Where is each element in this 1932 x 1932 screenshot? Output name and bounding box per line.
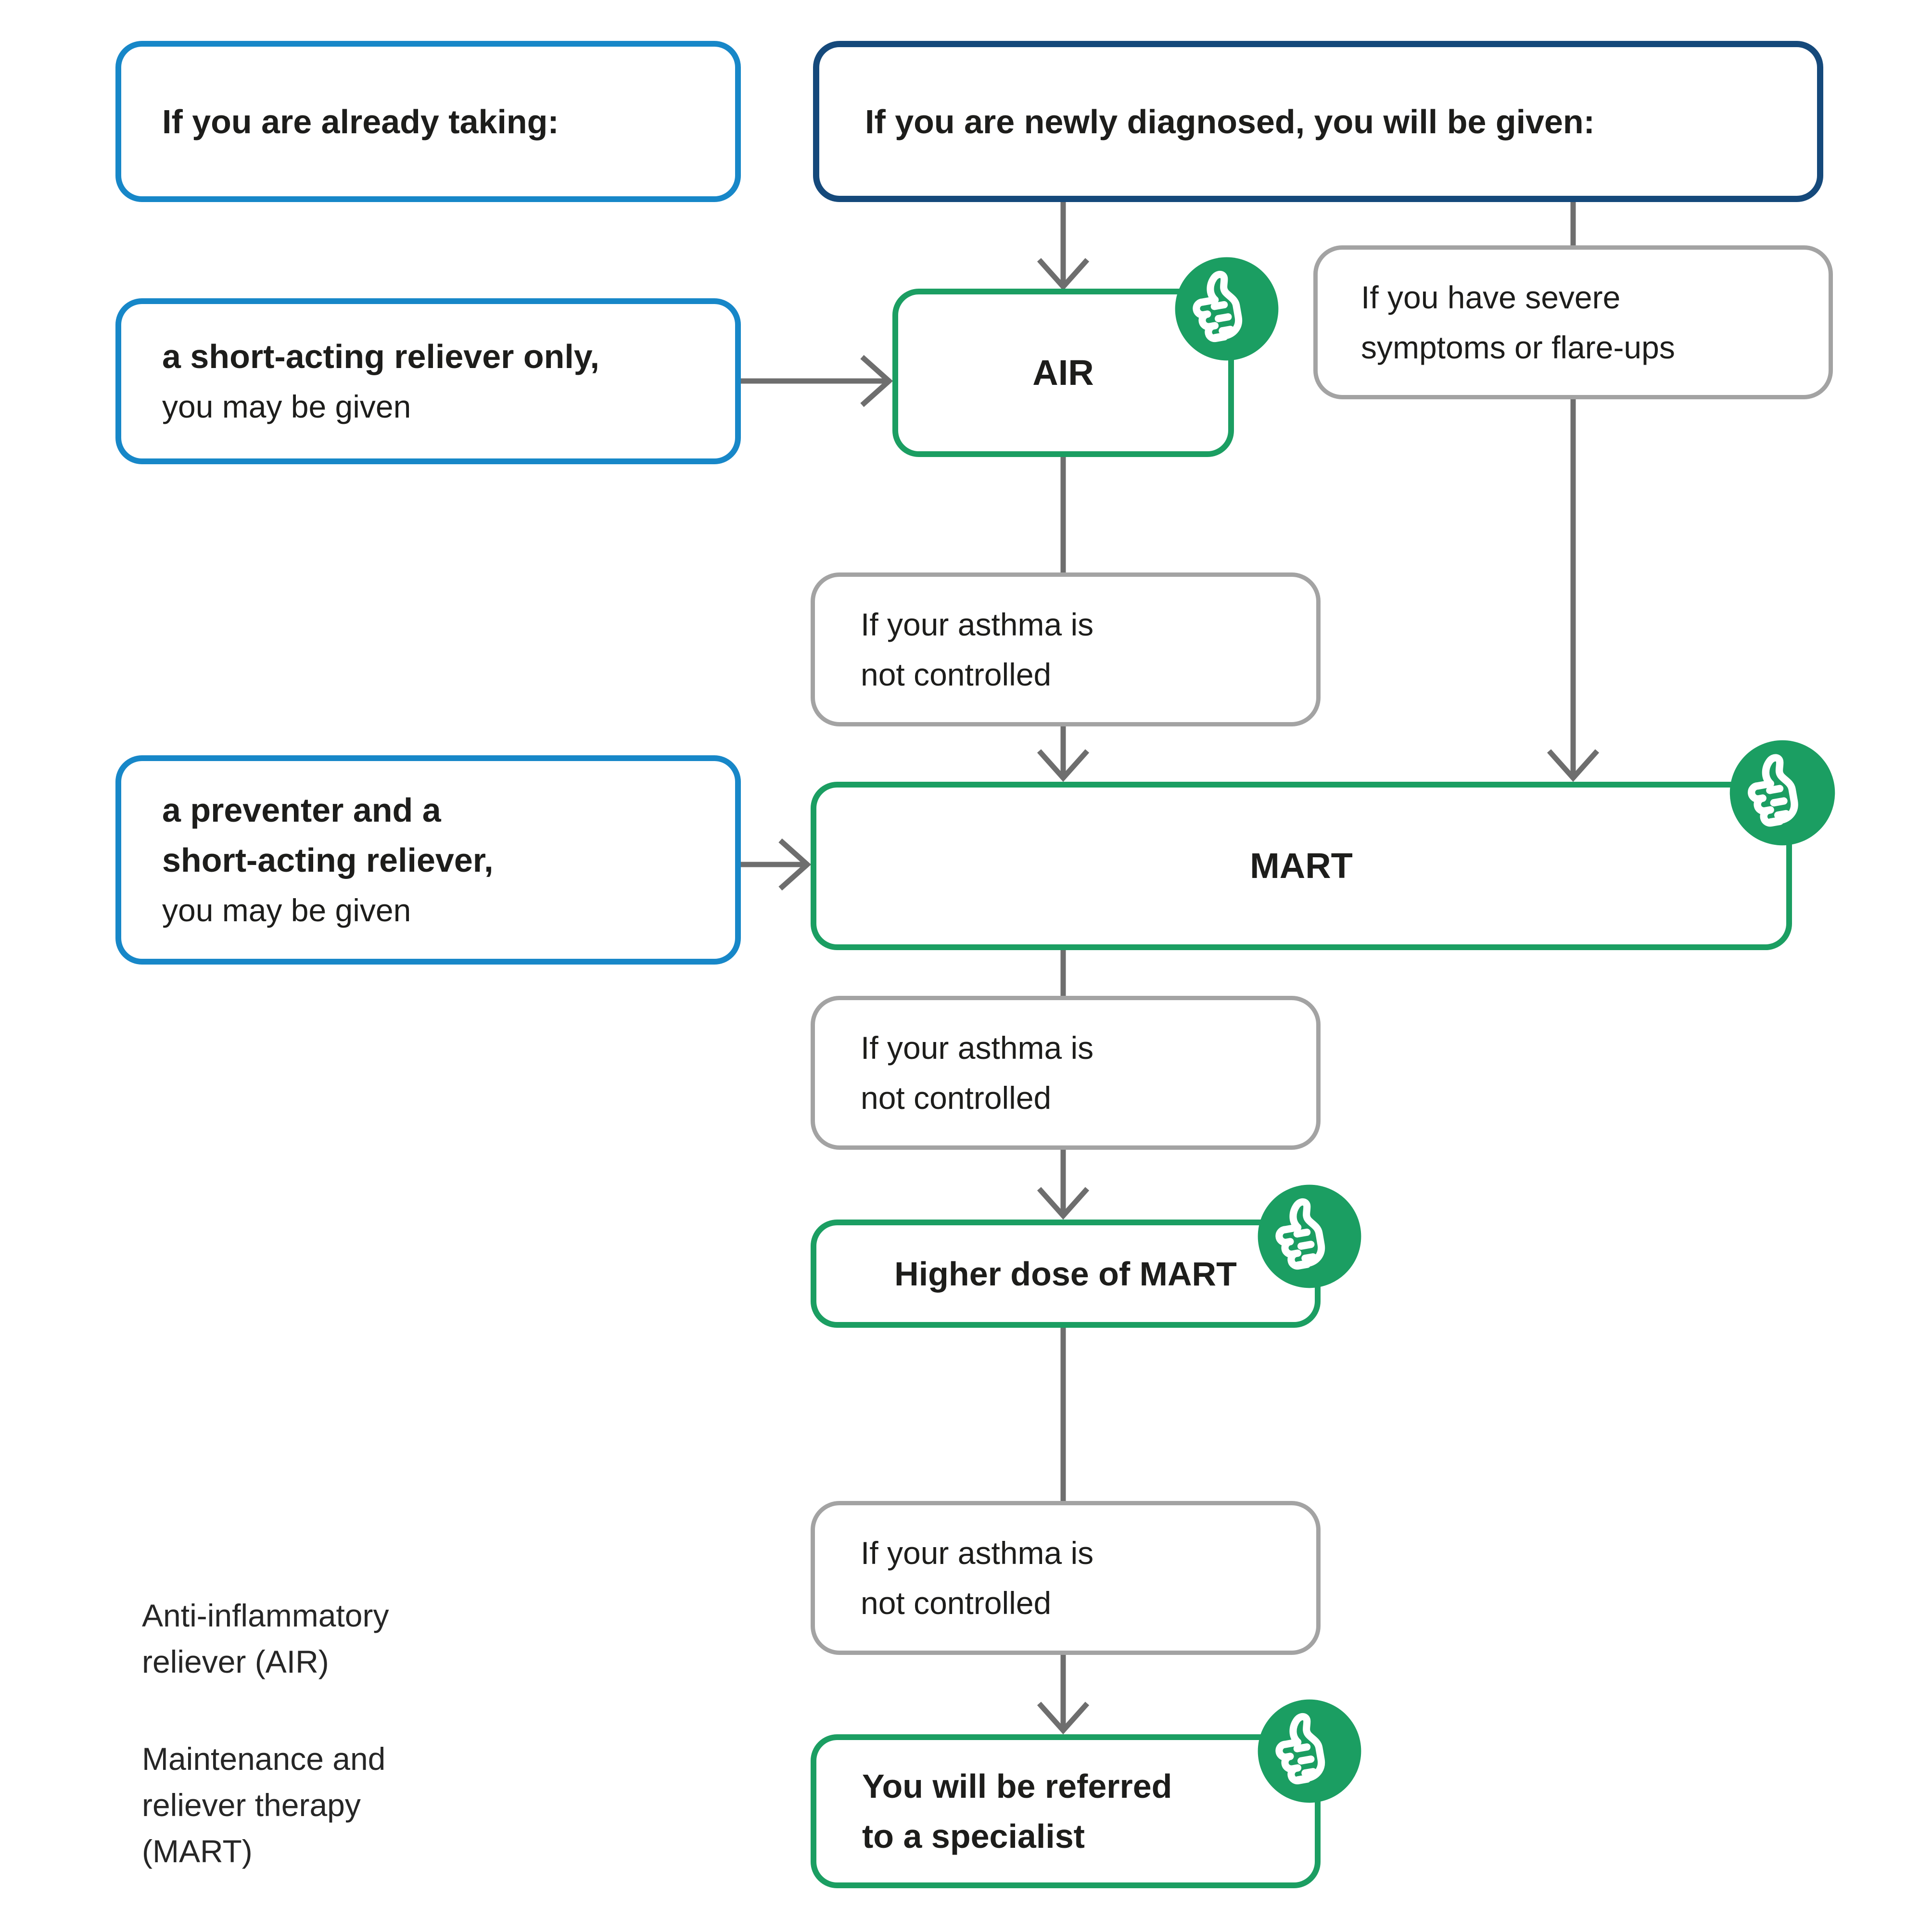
not-controlled-3-line2: not controlled xyxy=(861,1585,1052,1621)
thumbs-up-icon xyxy=(1255,1697,1364,1805)
flow-node-severe-symptoms: If you have severe symptoms or flare-ups xyxy=(1313,245,1833,399)
specialist-line2: to a specialist xyxy=(862,1818,1085,1855)
not-controlled-1-line2: not controlled xyxy=(861,657,1052,692)
preventer-bold1: a preventer and a xyxy=(162,791,441,829)
arrowhead-severe-to-mart xyxy=(1547,749,1600,782)
legend-mart: Maintenance and reliever therapy (MART) xyxy=(142,1736,385,1874)
legend-mart-line1: Maintenance and xyxy=(142,1741,386,1777)
legend-mart-line2: reliever therapy xyxy=(142,1787,361,1823)
arrowhead-preventer-to-mart xyxy=(778,838,812,891)
already-taking-title: If you are already taking: xyxy=(162,102,559,140)
air-label: AIR xyxy=(1032,353,1094,393)
legend-air: Anti-inflammatory reliever (AIR) xyxy=(142,1592,389,1685)
short-acting-rest: you may be given xyxy=(162,388,411,424)
thumbs-up-icon xyxy=(1727,737,1838,848)
arrowhead-shortacting-to-air xyxy=(860,355,893,407)
mart-label: MART xyxy=(1250,846,1353,886)
flow-node-not-controlled-3: If your asthma is not controlled xyxy=(811,1501,1321,1655)
thumbs-up-icon xyxy=(1255,1182,1364,1291)
not-controlled-2-line2: not controlled xyxy=(861,1080,1052,1116)
flow-node-not-controlled-1: If your asthma is not controlled xyxy=(811,572,1321,726)
arrowhead-notcontrolled1-to-mart xyxy=(1037,749,1090,782)
preventer-bold2: short-acting reliever, xyxy=(162,841,494,879)
legend-air-line1: Anti-inflammatory xyxy=(142,1598,389,1633)
flow-node-not-controlled-2: If your asthma is not controlled xyxy=(811,996,1321,1150)
severe-line1: If you have severe xyxy=(1361,280,1621,315)
flow-node-already-taking: If you are already taking: xyxy=(115,41,741,202)
legend-mart-line3: (MART) xyxy=(142,1833,253,1869)
flow-node-newly-diagnosed: If you are newly diagnosed, you will be … xyxy=(813,41,1823,202)
not-controlled-2-line1: If your asthma is xyxy=(861,1030,1094,1066)
severe-line2: symptoms or flare-ups xyxy=(1361,330,1675,365)
preventer-rest: you may be given xyxy=(162,892,411,928)
flow-node-mart: MART xyxy=(811,782,1792,950)
not-controlled-1-line1: If your asthma is xyxy=(861,607,1094,642)
thumbs-up-icon xyxy=(1172,254,1281,363)
arrowhead-notcontrolled2-to-higherdose xyxy=(1037,1187,1090,1220)
legend-air-line2: reliever (AIR) xyxy=(142,1644,329,1679)
flow-node-specialist: You will be referred to a specialist xyxy=(811,1734,1321,1888)
arrowhead-newly-to-air xyxy=(1037,258,1090,291)
flow-node-short-acting: a short-acting reliever only, you may be… xyxy=(115,298,741,464)
newly-diagnosed-title: If you are newly diagnosed, you will be … xyxy=(865,102,1595,140)
flow-node-higher-dose: Higher dose of MART xyxy=(811,1220,1321,1328)
not-controlled-3-line1: If your asthma is xyxy=(861,1535,1094,1571)
higher-dose-label: Higher dose of MART xyxy=(894,1255,1237,1293)
specialist-line1: You will be referred xyxy=(862,1767,1172,1805)
arrowhead-notcontrolled3-to-specialist xyxy=(1037,1702,1090,1735)
flow-node-preventer: a preventer and a short-acting reliever,… xyxy=(115,755,741,965)
short-acting-bold: a short-acting reliever only, xyxy=(162,337,599,375)
